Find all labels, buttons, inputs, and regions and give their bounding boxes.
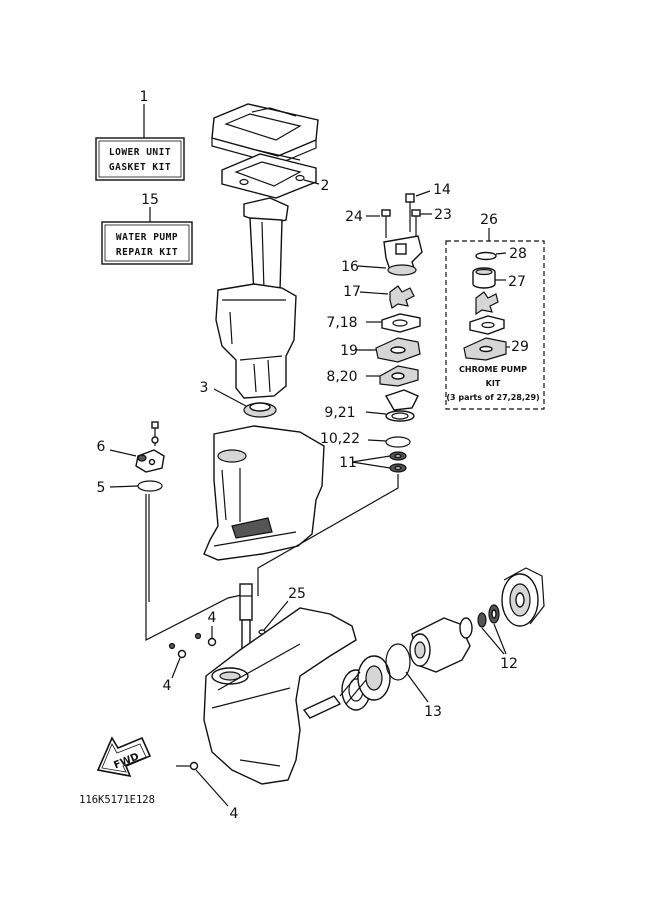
fwd-arrow-icon: FWD xyxy=(96,736,152,778)
screw-4-upper xyxy=(194,632,217,647)
callout-26: 26 xyxy=(480,212,498,228)
washer-12a xyxy=(477,612,487,628)
chrome-kit-line3: (3 parts of 27,28,29) xyxy=(446,393,539,402)
upper-gasket-plate xyxy=(211,103,319,165)
callout-25: 25 xyxy=(288,586,306,602)
insert-cartridge-9-21 xyxy=(384,389,419,422)
gear-assembly xyxy=(339,655,391,711)
bolt-23 xyxy=(411,209,421,238)
water-pump-repair-kit-box: WATER PUMP REPAIR KIT xyxy=(101,207,193,265)
bolt-6 xyxy=(151,421,159,446)
kit-impeller xyxy=(475,291,499,316)
callout-11: 11 xyxy=(339,455,357,471)
lower-unit-gasket-kit-box: LOWER UNIT GASKET KIT xyxy=(95,104,185,181)
gasket-7-18 xyxy=(381,313,421,333)
lower-unit-kit-line2: GASKET KIT xyxy=(109,162,171,173)
seal-part-3 xyxy=(243,402,277,418)
outer-plate-19 xyxy=(375,337,421,363)
shift-rod xyxy=(145,494,150,602)
o-ring-5 xyxy=(137,480,163,492)
callout-2: 2 xyxy=(321,178,330,194)
callout-28: 28 xyxy=(509,246,527,262)
driveshaft-housing xyxy=(215,197,297,399)
callout-15: 15 xyxy=(141,192,159,208)
callout-16: 16 xyxy=(341,259,359,275)
callout-13: 13 xyxy=(424,704,442,720)
callout-9-21: 9,21 xyxy=(324,405,355,421)
chrome-plate-29 xyxy=(463,337,507,361)
callout-17: 17 xyxy=(343,284,361,300)
lower-gearcase xyxy=(203,607,357,785)
callout-4-upper: 4 xyxy=(208,610,217,626)
callout-8-20: 8,20 xyxy=(326,369,357,385)
oil-seals-11 xyxy=(389,451,407,473)
callout-14: 14 xyxy=(433,182,451,198)
callout-6: 6 xyxy=(97,439,106,455)
plate-28 xyxy=(475,251,497,261)
bolt-14 xyxy=(405,193,415,232)
bearing-cap xyxy=(501,567,545,627)
callout-19: 19 xyxy=(340,343,358,359)
callout-1: 1 xyxy=(140,89,149,105)
bolt-24 xyxy=(381,209,391,238)
lower-gasket-plate xyxy=(221,149,317,199)
lower-casing xyxy=(203,425,325,561)
callout-3: 3 xyxy=(200,380,209,396)
chrome-kit-line2: KIT xyxy=(486,379,501,388)
chrome-kit-line1: CHROME PUMP xyxy=(459,365,527,374)
water-pump-kit-line1: WATER PUMP xyxy=(116,232,178,243)
callout-5: 5 xyxy=(97,480,106,496)
screw-4-side xyxy=(168,642,187,659)
callout-23: 23 xyxy=(434,207,452,223)
gasket-8-20 xyxy=(379,365,419,387)
callout-10-22: 10,22 xyxy=(320,431,360,447)
callout-12: 12 xyxy=(500,656,518,672)
callout-29: 29 xyxy=(511,339,529,355)
pump-housing-16 xyxy=(383,235,423,276)
shift-rod-joint xyxy=(135,449,165,473)
o-ring-13 xyxy=(385,643,411,681)
callout-4-side: 4 xyxy=(163,678,172,694)
impeller-17 xyxy=(389,285,415,309)
screw-4-bottom xyxy=(176,761,199,771)
callout-7-18: 7,18 xyxy=(326,315,357,331)
o-ring-10-22 xyxy=(385,436,411,448)
propeller-shaft-housing xyxy=(409,617,473,673)
kit-gasket xyxy=(469,315,505,335)
callout-4-bottom: 4 xyxy=(230,806,239,822)
washer-12b xyxy=(488,604,500,624)
lower-unit-kit-line1: LOWER UNIT xyxy=(109,147,171,158)
callout-24: 24 xyxy=(345,209,363,225)
callout-27: 27 xyxy=(508,274,526,290)
water-pump-kit-line2: REPAIR KIT xyxy=(116,247,178,258)
liner-27 xyxy=(472,267,496,289)
chrome-pump-kit-box: 28 27 29 CHROME PUMP KIT (3 parts of 27,… xyxy=(445,240,545,410)
reference-code: 116K5171E128 xyxy=(79,794,155,806)
propeller-shaft xyxy=(302,695,342,719)
